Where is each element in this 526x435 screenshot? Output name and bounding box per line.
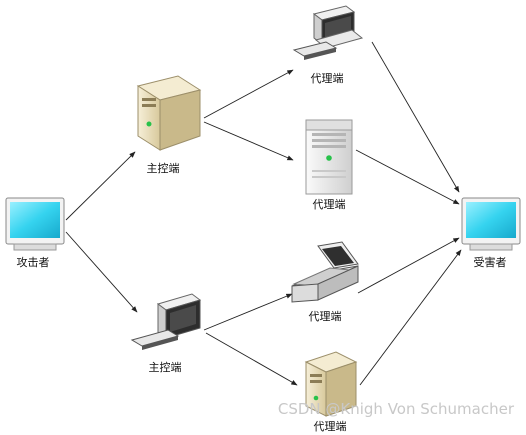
monitor-icon [5,197,65,251]
master-bottom-node: 主控端 [130,293,202,374]
agent-4-label: 代理端 [314,420,347,433]
edges [65,41,462,386]
tower-server-icon [136,75,202,151]
agent-4-node: 代理端 [304,351,358,433]
desktop-computer-icon [130,293,202,350]
agent-1-node: 代理端 [292,5,364,85]
edge-agent-3-victim [357,237,460,294]
agent-1-label: 代理端 [311,72,344,85]
edge-master-top-agent-2 [203,121,294,161]
master-top-node: 主控端 [136,75,202,175]
watermark: CSDN @Knigh Von Schumacher [278,400,515,418]
edge-attacker-master-top [65,151,136,221]
agent-3-node: 代理端 [291,241,359,323]
tower-server-icon [305,119,353,195]
agent-2-node: 代理端 [305,119,353,211]
tower-server-icon [304,351,358,417]
edge-attacker-master-bottom [65,231,138,313]
edge-agent-1-victim [371,41,460,193]
monitor-icon [461,197,521,251]
agent-2-label: 代理端 [313,198,346,211]
edge-master-top-agent-1 [203,69,294,119]
agent-3-label: 代理端 [309,310,342,323]
edge-agent-2-victim [355,149,460,205]
victim-node: 受害者 [461,197,521,269]
master-top-label: 主控端 [147,161,180,175]
edge-master-bottom-agent-3 [203,293,293,331]
edge-agent-4-victim [359,249,462,386]
victim-label: 受害者 [474,255,507,269]
laptop-icon [291,241,359,303]
attacker-node: 攻击者 [5,197,65,269]
desktop-computer-icon [292,5,364,60]
master-bottom-label: 主控端 [149,360,182,374]
edge-master-bottom-agent-4 [205,332,298,386]
attacker-label: 攻击者 [17,255,50,269]
